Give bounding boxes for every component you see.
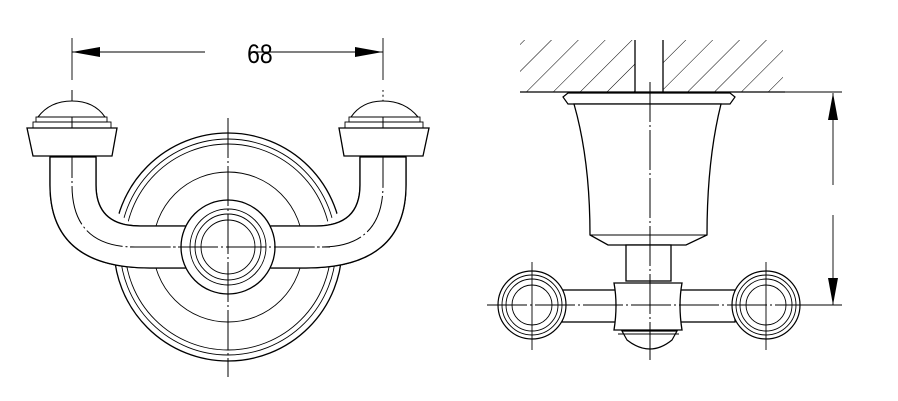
left-hook-end	[497, 262, 567, 350]
hook-arms	[49, 90, 407, 269]
front-view: 68	[26, 38, 430, 377]
mounting-bell	[562, 92, 736, 282]
width-dimension-label: 68	[247, 39, 273, 69]
left-hook-cap	[26, 100, 118, 157]
dimension-68: 68	[71, 38, 384, 80]
right-hook-end	[731, 262, 801, 350]
wall-section	[520, 40, 785, 93]
side-arms	[561, 282, 736, 350]
right-hook-cap	[338, 100, 430, 157]
dimension-62: 62	[785, 91, 842, 306]
side-view: 62	[487, 40, 842, 360]
